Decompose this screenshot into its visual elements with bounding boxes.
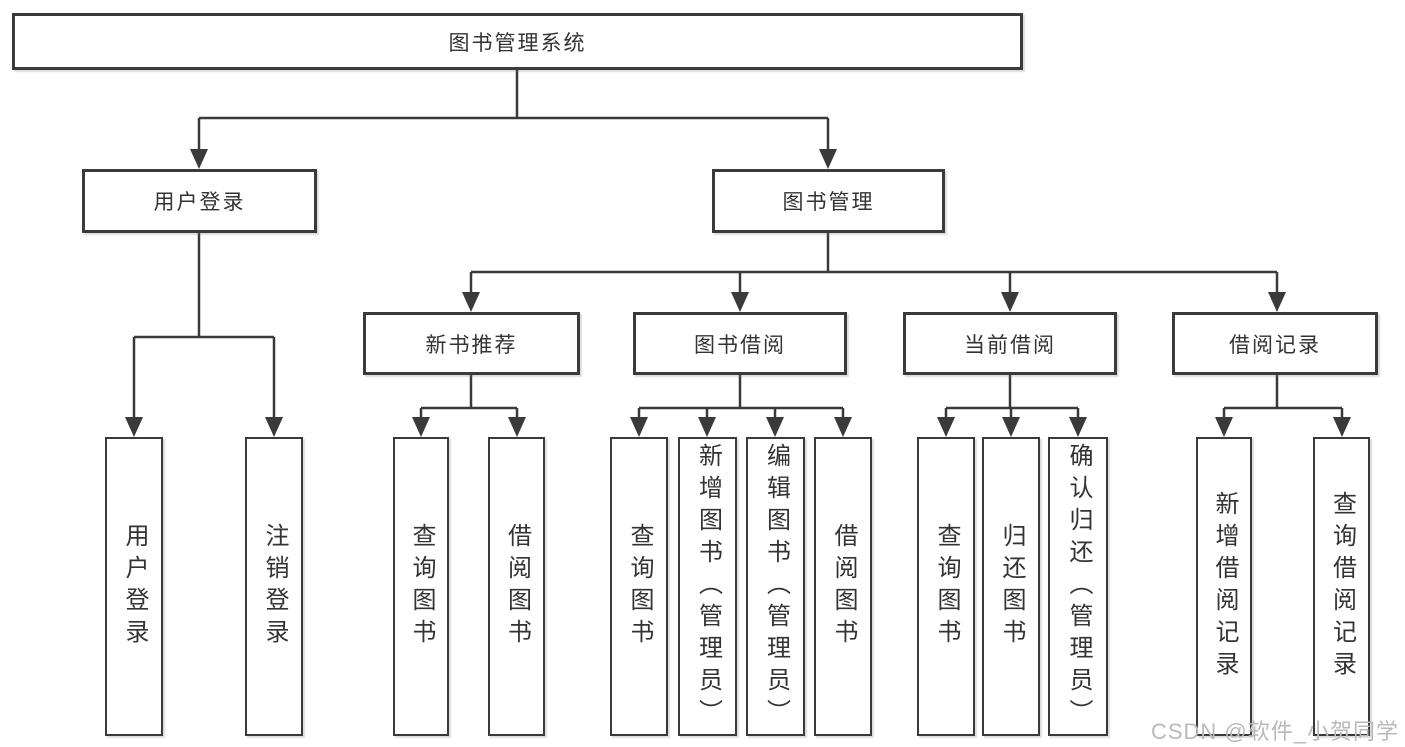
node-root-system: 图书管理系统	[12, 13, 1023, 70]
leaf-label: 查询图书	[408, 522, 435, 651]
leaf-label: 用户登录	[121, 522, 148, 651]
leaf-add-books-admin: 新增图书（管理员）	[678, 437, 737, 736]
leaf-label: 查询图书	[933, 522, 960, 651]
leaf-label: 注销登录	[261, 522, 288, 651]
tree-edges	[132, 70, 1344, 422]
leaf-label: 借阅图书	[830, 522, 857, 651]
leaf-label: 查询借阅记录	[1328, 490, 1356, 683]
node-current-borrow: 当前借阅	[903, 312, 1117, 375]
leaf-query-books: 查询图书	[393, 437, 449, 736]
node-label: 借阅记录	[1229, 333, 1321, 357]
leaf-borrow-books: 借阅图书	[814, 437, 872, 736]
leaf-return-books: 归还图书	[982, 437, 1040, 736]
node-label: 新书推荐	[425, 333, 518, 357]
leaf-user-login: 用户登录	[105, 437, 163, 736]
node-label: 图书管理系统	[448, 31, 587, 55]
leaf-query-books: 查询图书	[610, 437, 668, 736]
leaf-label: 新增图书（管理员）	[694, 442, 722, 731]
arrowheads	[125, 149, 1351, 437]
node-label: 图书管理	[782, 191, 875, 214]
leaf-label: 确认归还（管理员）	[1065, 442, 1092, 731]
node-label: 图书借阅	[694, 333, 786, 357]
node-borrow-records: 借阅记录	[1172, 312, 1378, 375]
leaf-label: 查询图书	[626, 522, 653, 651]
leaf-borrow-books: 借阅图书	[488, 437, 545, 736]
leaf-edit-books-admin: 编辑图书（管理员）	[746, 437, 805, 736]
leaf-confirm-return-admin: 确认归还（管理员）	[1048, 437, 1108, 736]
leaf-query-borrow-record: 查询借阅记录	[1313, 437, 1370, 736]
node-book-management: 图书管理	[712, 169, 945, 233]
node-label: 用户登录	[153, 191, 246, 214]
leaf-label: 编辑图书（管理员）	[762, 442, 790, 731]
leaf-logout: 注销登录	[245, 437, 303, 736]
leaf-label: 归还图书	[998, 522, 1025, 651]
leaf-label: 新增借阅记录	[1211, 490, 1238, 683]
leaf-query-books: 查询图书	[917, 437, 975, 736]
csdn-watermark: CSDN @软件_小贺同学	[1150, 719, 1399, 744]
node-new-book-recommend: 新书推荐	[363, 312, 580, 375]
node-user-login: 用户登录	[82, 169, 317, 233]
leaf-label: 借阅图书	[503, 522, 531, 651]
leaf-add-borrow-record: 新增借阅记录	[1196, 437, 1252, 736]
node-book-borrow: 图书借阅	[633, 312, 847, 375]
node-label: 当前借阅	[964, 333, 1056, 357]
